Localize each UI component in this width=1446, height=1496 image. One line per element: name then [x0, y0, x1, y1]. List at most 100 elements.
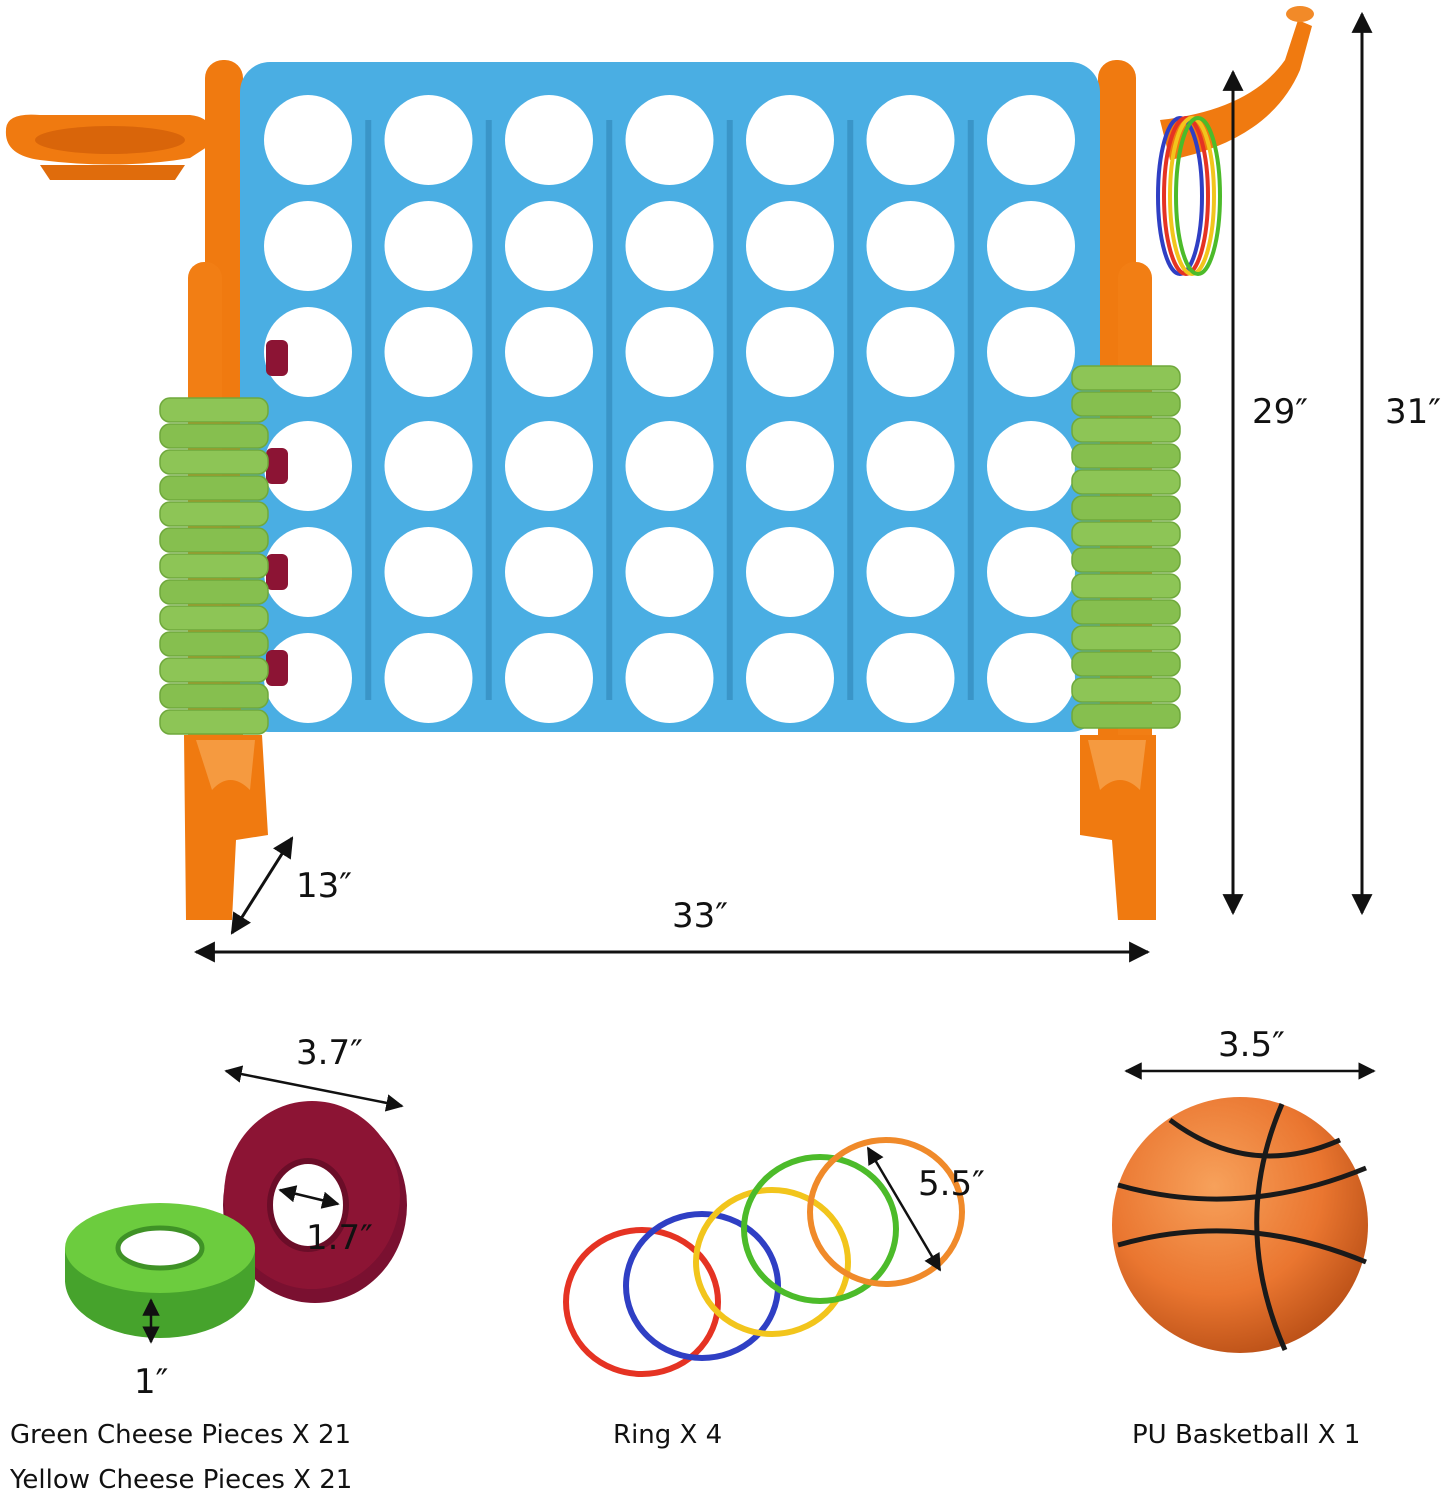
board-hole [384, 421, 473, 511]
board-hole [264, 421, 352, 511]
green-piece [159, 553, 269, 579]
green-piece [1071, 443, 1181, 469]
dimension-arrows [193, 11, 1373, 963]
board-hole [746, 201, 834, 291]
board-hole [866, 95, 955, 185]
board-hole [987, 95, 1075, 185]
board-hole [384, 201, 473, 291]
green-piece [159, 709, 269, 735]
green-piece [1071, 365, 1181, 391]
green-piece [1071, 677, 1181, 703]
board-hole [264, 307, 352, 397]
yellow-pieces-caption: Yellow Cheese Pieces X 21 [10, 1465, 353, 1495]
board-hole [264, 95, 352, 185]
board-hole [866, 633, 955, 723]
green-piece [159, 605, 269, 631]
ball-diameter-label: 3.5″ [1218, 1025, 1285, 1065]
board-hole [384, 633, 473, 723]
green-piece [159, 475, 269, 501]
red-piece [266, 340, 288, 376]
ring-holder-post [1156, 6, 1314, 276]
board-hole [866, 421, 955, 511]
board-hole [987, 307, 1075, 397]
green-piece [1071, 417, 1181, 443]
width-label: 33″ [672, 896, 728, 936]
board-hole [866, 201, 955, 291]
board-hole [384, 95, 473, 185]
board-hole [625, 421, 714, 511]
green-piece [159, 657, 269, 683]
green-piece [159, 683, 269, 709]
board-hole [987, 421, 1075, 511]
piece-thickness-label: 1″ [134, 1362, 169, 1402]
red-piece [266, 448, 288, 484]
board-hole [505, 201, 593, 291]
board-hole [746, 633, 834, 723]
connect-four-board [240, 62, 1100, 732]
green-piece [1071, 495, 1181, 521]
board-hole [746, 421, 834, 511]
green-piece-stack-left [159, 397, 269, 735]
board-rib [606, 120, 613, 700]
piece-diameter-label: 3.7″ [296, 1033, 363, 1073]
basketball-hoop [5, 114, 212, 180]
inner-height-label: 29″ [1252, 392, 1308, 432]
ring-diameter-label: 5.5″ [918, 1164, 985, 1204]
red-piece [266, 554, 288, 590]
piece-dimension-arrows [142, 1065, 404, 1344]
rings-caption: Ring X 4 [613, 1420, 723, 1450]
board-hole [625, 201, 714, 291]
board-hole [625, 307, 714, 397]
green-piece [159, 579, 269, 605]
rings [563, 1137, 965, 1377]
board-hole [625, 95, 714, 185]
board-rib [485, 120, 492, 700]
board-hole [505, 633, 593, 723]
green-piece [1071, 703, 1181, 729]
green-piece [1071, 391, 1181, 417]
green-piece [1071, 469, 1181, 495]
board-hole [746, 95, 834, 185]
board-rib [726, 120, 733, 700]
board-hole [384, 307, 473, 397]
board-rib [967, 120, 974, 700]
board-hole [264, 527, 352, 617]
green-piece [159, 449, 269, 475]
board-hole [625, 527, 714, 617]
board-hole [987, 201, 1075, 291]
board-hole [866, 307, 955, 397]
board-hole [746, 307, 834, 397]
green-cheese-piece [65, 1203, 255, 1338]
green-piece [1071, 547, 1181, 573]
board-hole [746, 527, 834, 617]
board-hole [384, 527, 473, 617]
board-rib [847, 120, 854, 700]
green-piece [1071, 573, 1181, 599]
green-piece [1071, 625, 1181, 651]
basketball-caption: PU Basketball X 1 [1132, 1420, 1361, 1450]
green-piece-stack-right [1071, 365, 1181, 729]
depth-label: 13″ [296, 866, 352, 906]
board-hole [505, 527, 593, 617]
basketball [1112, 1097, 1368, 1353]
ring-dimension-arrow [866, 1146, 942, 1272]
green-piece [159, 631, 269, 657]
board-hole [264, 201, 352, 291]
piece-hole-label: 1.7″ [306, 1218, 373, 1258]
board-hole [505, 95, 593, 185]
total-height-label: 31″ [1385, 392, 1441, 432]
red-piece [266, 650, 288, 686]
board-hole [625, 633, 714, 723]
green-piece [159, 527, 269, 553]
green-piece [159, 501, 269, 527]
board-rib [365, 120, 372, 700]
board-hole [987, 527, 1075, 617]
board-hole [505, 307, 593, 397]
green-piece [1071, 521, 1181, 547]
green-pieces-caption: Green Cheese Pieces X 21 [10, 1420, 352, 1450]
green-piece [159, 397, 269, 423]
green-piece [1071, 651, 1181, 677]
green-piece [159, 423, 269, 449]
green-piece [1071, 599, 1181, 625]
